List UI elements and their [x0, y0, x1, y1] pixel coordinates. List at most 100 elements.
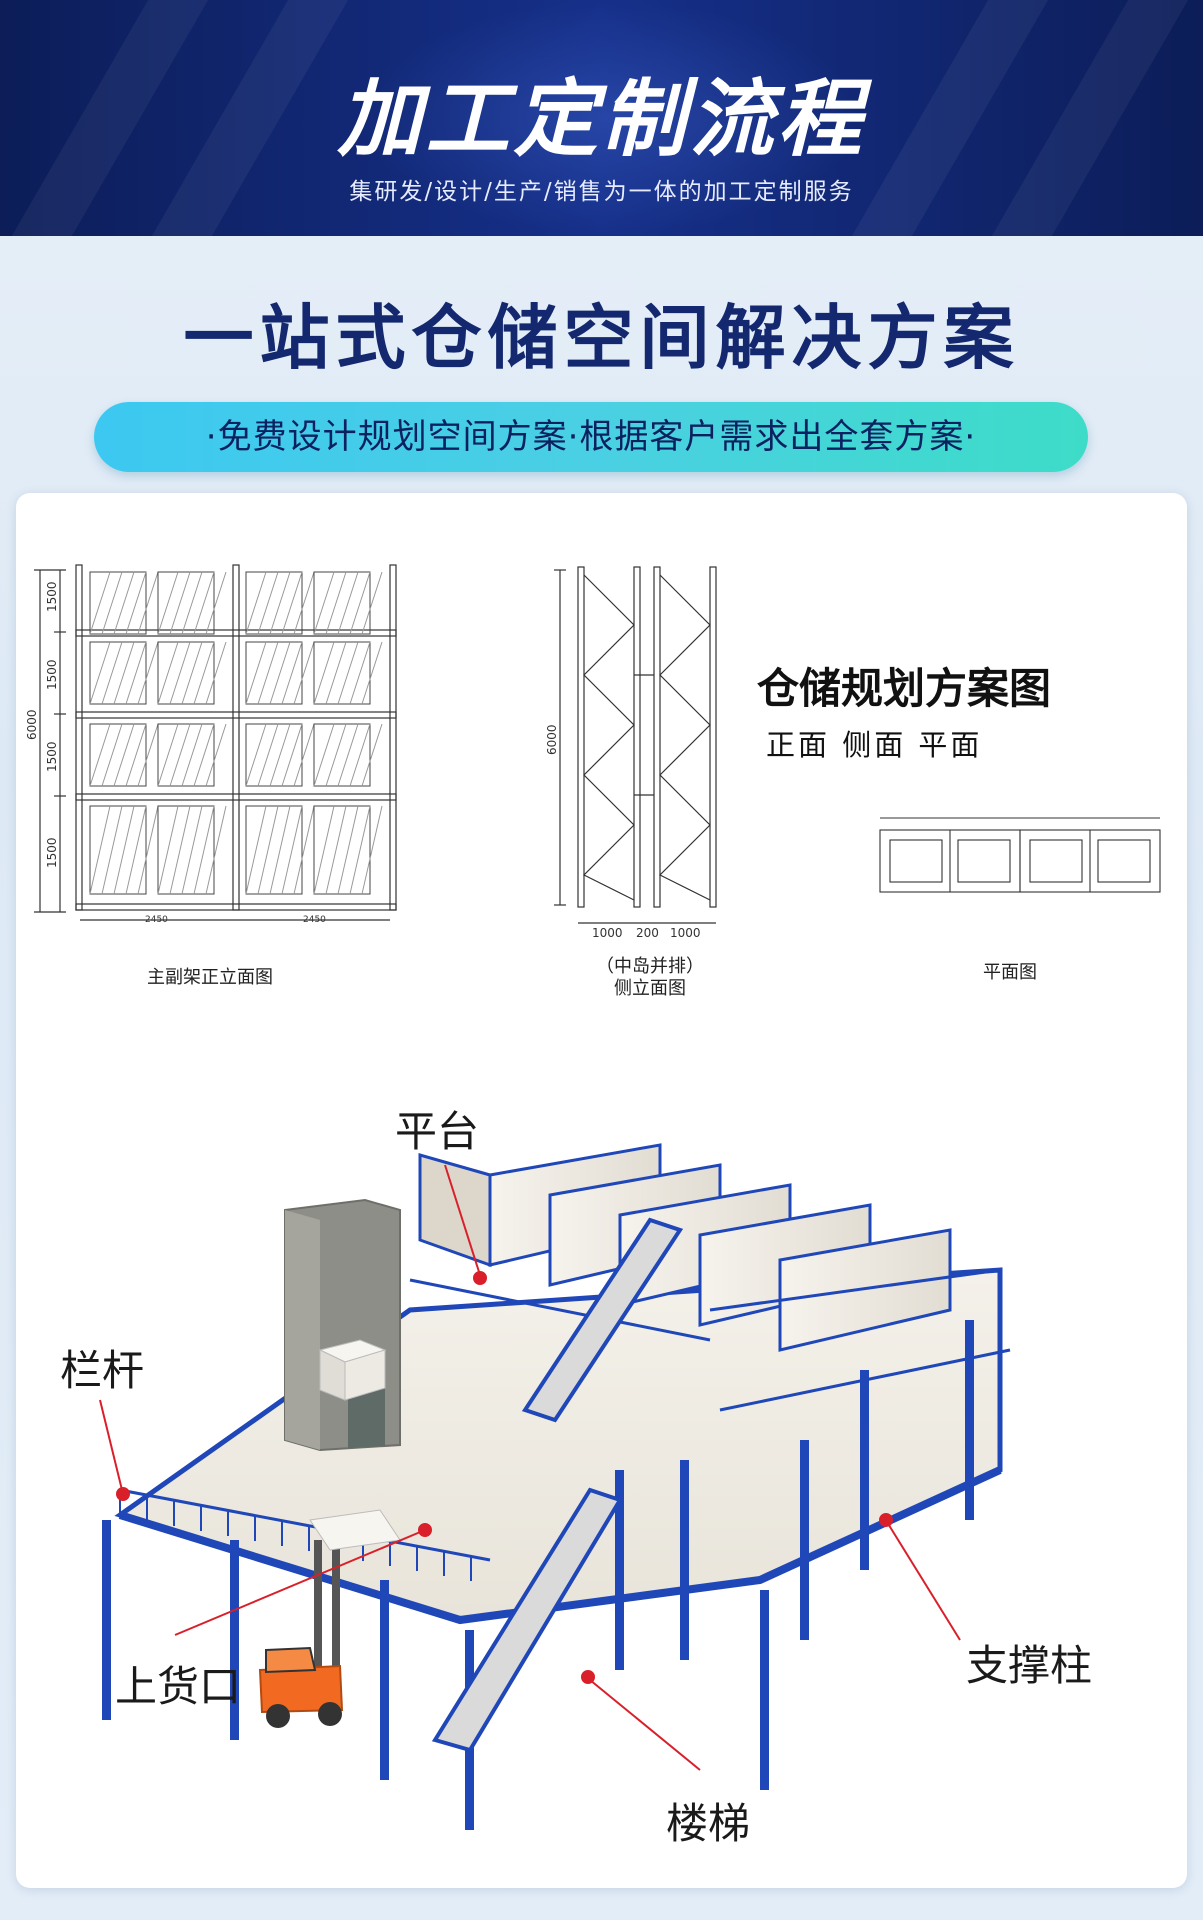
header-title: 加工定制流程 — [337, 70, 866, 168]
pallet-hatch — [181, 805, 203, 895]
front-level-2: 1500 — [45, 659, 59, 690]
plan-views: 正面 侧面 平面 — [766, 728, 983, 762]
plan-caption: 平面图 — [983, 962, 1037, 983]
pallet-hatch — [361, 641, 383, 705]
pallet-hatch — [337, 571, 359, 635]
label-railing: 栏杆 — [60, 1346, 145, 1395]
front-level-1: 1500 — [45, 581, 59, 612]
pallet-hatch — [257, 723, 279, 787]
front-level-4: 1500 — [45, 837, 59, 868]
pallet — [245, 805, 303, 895]
pallet-hatch — [325, 723, 347, 787]
pallet-hatch — [245, 571, 267, 635]
pallet-hatch — [157, 805, 179, 895]
pallet-hatch — [193, 571, 215, 635]
stairs — [431, 1217, 684, 1753]
front-width-2: 2450 — [303, 915, 326, 925]
pallet-hatch — [245, 641, 267, 705]
pallet-hatch — [169, 641, 191, 705]
mezzanine-illustration — [99, 1143, 1011, 1830]
pallet-hatch — [257, 641, 279, 705]
pallet-hatch — [113, 805, 135, 895]
feature-pill: ·免费设计规划空间方案·根据客户需求出全套方案· — [94, 402, 1088, 472]
pallet-hatch — [205, 641, 227, 705]
front-width-1: 2450 — [145, 915, 168, 925]
pallet — [157, 571, 215, 635]
label-platform: 平台 — [395, 1107, 480, 1156]
pallet-hatch — [281, 723, 303, 787]
pallet-hatch — [349, 641, 371, 705]
pallet-hatch — [193, 805, 215, 895]
page-title: 一站式仓储空间解决方案 — [183, 297, 1020, 379]
pallet-hatch — [313, 805, 335, 895]
pallet — [89, 641, 147, 705]
pallet-hatch — [205, 723, 227, 787]
pallet — [157, 723, 215, 787]
pallet-hatch — [193, 641, 215, 705]
side-width-2: 200 — [636, 926, 659, 940]
pallet-hatch — [281, 641, 303, 705]
header-glow — [360, 0, 860, 236]
pallet-hatch — [325, 641, 347, 705]
pallet — [157, 641, 215, 705]
pallet-hatch — [169, 805, 191, 895]
pallet — [89, 723, 147, 787]
pallet — [313, 571, 371, 635]
label-loading-port: 上货口 — [115, 1662, 242, 1711]
pallet-hatch — [349, 723, 371, 787]
pallet-hatch — [325, 571, 347, 635]
pallet-hatch — [157, 571, 179, 635]
front-height-total: 6000 — [25, 709, 39, 740]
support-column — [380, 1580, 389, 1780]
pallet-hatch — [169, 571, 191, 635]
front-level-3: 1500 — [45, 741, 59, 772]
side-caption: （中岛并排） 侧立面图 — [560, 956, 740, 1000]
pallet-hatch — [349, 805, 371, 895]
pallet-hatch — [113, 571, 135, 635]
pallet-hatch — [157, 641, 179, 705]
pallet-hatch — [181, 571, 203, 635]
support-column — [760, 1590, 769, 1790]
pallet-hatch — [293, 571, 315, 635]
support-column — [102, 1520, 111, 1720]
plan-drawing — [879, 817, 1161, 893]
pallet — [313, 641, 371, 705]
pallet — [245, 571, 303, 635]
pallet — [89, 805, 147, 895]
plan-title: 仓储规划方案图 — [757, 664, 1052, 713]
pallet-hatch — [281, 805, 303, 895]
pallet-hatch — [113, 641, 135, 705]
pallet-hatch — [137, 571, 159, 635]
pallet-hatch — [269, 571, 291, 635]
side-width-1: 1000 — [592, 926, 623, 940]
pallet-hatch — [89, 805, 111, 895]
support-column — [615, 1470, 624, 1670]
label-stairs: 楼梯 — [666, 1799, 751, 1848]
support-column — [800, 1440, 809, 1640]
pallet-hatch — [281, 571, 303, 635]
pallet-hatch — [125, 723, 147, 787]
pallet-hatch — [137, 805, 159, 895]
pallet-hatch — [125, 571, 147, 635]
pallet — [89, 571, 147, 635]
feature-pill-text: ·免费设计规划空间方案·根据客户需求出全套方案· — [205, 417, 977, 457]
pallet-hatch — [181, 641, 203, 705]
pallet-hatch — [293, 805, 315, 895]
pallet-hatch — [137, 641, 159, 705]
side-width-3: 1000 — [670, 926, 701, 940]
pallet-hatch — [101, 571, 123, 635]
pallet-hatch — [101, 641, 123, 705]
pallet-hatch — [361, 571, 383, 635]
pallet-hatch — [349, 571, 371, 635]
support-column — [230, 1540, 239, 1740]
pallet-hatch — [313, 641, 335, 705]
support-column — [680, 1460, 689, 1660]
pallet-hatch — [293, 723, 315, 787]
header-banner: 加工定制流程 集研发/设计/生产/销售为一体的加工定制服务 — [0, 0, 1203, 236]
pallet-hatch — [193, 723, 215, 787]
pallet-hatch — [89, 571, 111, 635]
pallet-hatch — [137, 723, 159, 787]
pallet — [245, 641, 303, 705]
cargo-box — [318, 1339, 387, 1401]
label-support-column: 支撑柱 — [966, 1641, 1093, 1690]
